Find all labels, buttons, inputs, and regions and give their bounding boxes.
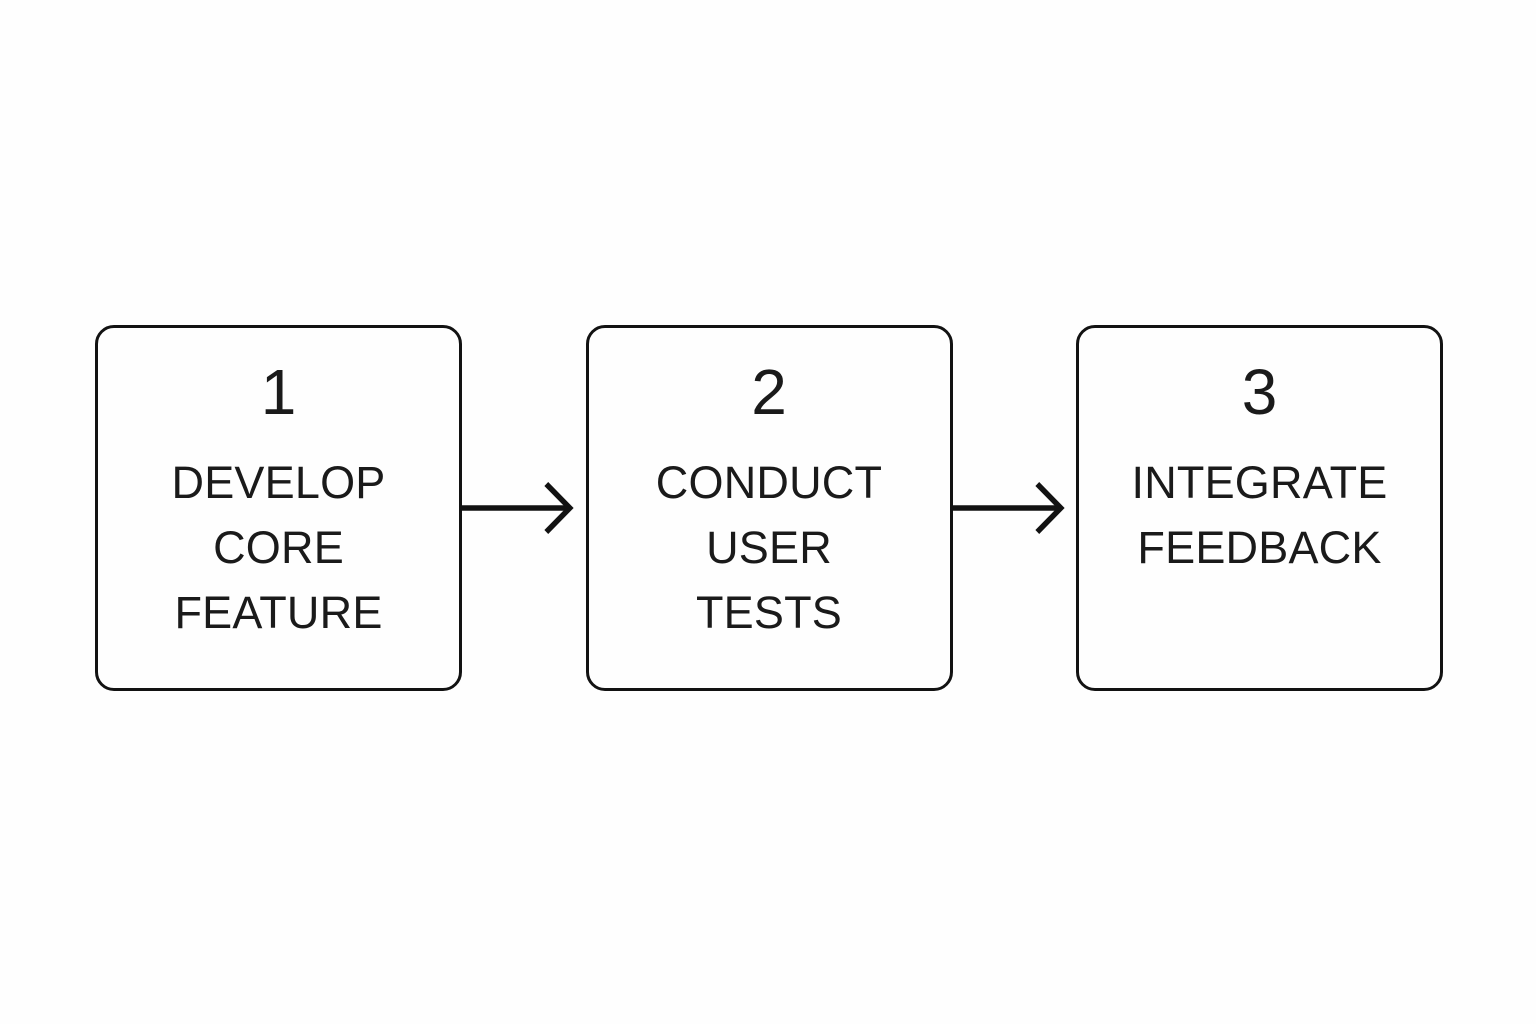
flow-row: 1 DEVELOP CORE FEATURE 2 CONDUCT USER TE… (95, 325, 1443, 691)
step-label-2: CONDUCT USER TESTS (589, 450, 950, 645)
step-label-1-line-1: DEVELOP (171, 457, 386, 508)
step-box-3[interactable]: 3 INTEGRATE FEEDBACK (1076, 325, 1443, 691)
step-label-2-line-1: CONDUCT (655, 457, 883, 508)
arrow-right-icon (952, 482, 1065, 534)
step-label-3-line-2: FEEDBACK (1137, 522, 1382, 573)
step-label-1-line-3: FEATURE (174, 587, 383, 638)
step-number-1: 1 (260, 356, 297, 428)
step-label-1-line-2: CORE (213, 522, 344, 573)
step-label-1: DEVELOP CORE FEATURE (98, 450, 459, 645)
step-box-1[interactable]: 1 DEVELOP CORE FEATURE (95, 325, 462, 691)
step-number-2: 2 (751, 356, 787, 428)
step-label-2-line-2: USER (706, 522, 832, 573)
step-number-3: 3 (1241, 356, 1278, 428)
step-label-2-line-3: TESTS (695, 587, 843, 638)
connector-1-to-2 (462, 480, 586, 536)
step-label-3-line-1: INTEGRATE (1131, 457, 1388, 508)
arrow-right-icon (462, 482, 574, 534)
step-box-2[interactable]: 2 CONDUCT USER TESTS (585, 325, 953, 691)
step-label-3: INTEGRATE FEEDBACK (1079, 450, 1440, 580)
connector-2-to-3 (952, 480, 1077, 536)
